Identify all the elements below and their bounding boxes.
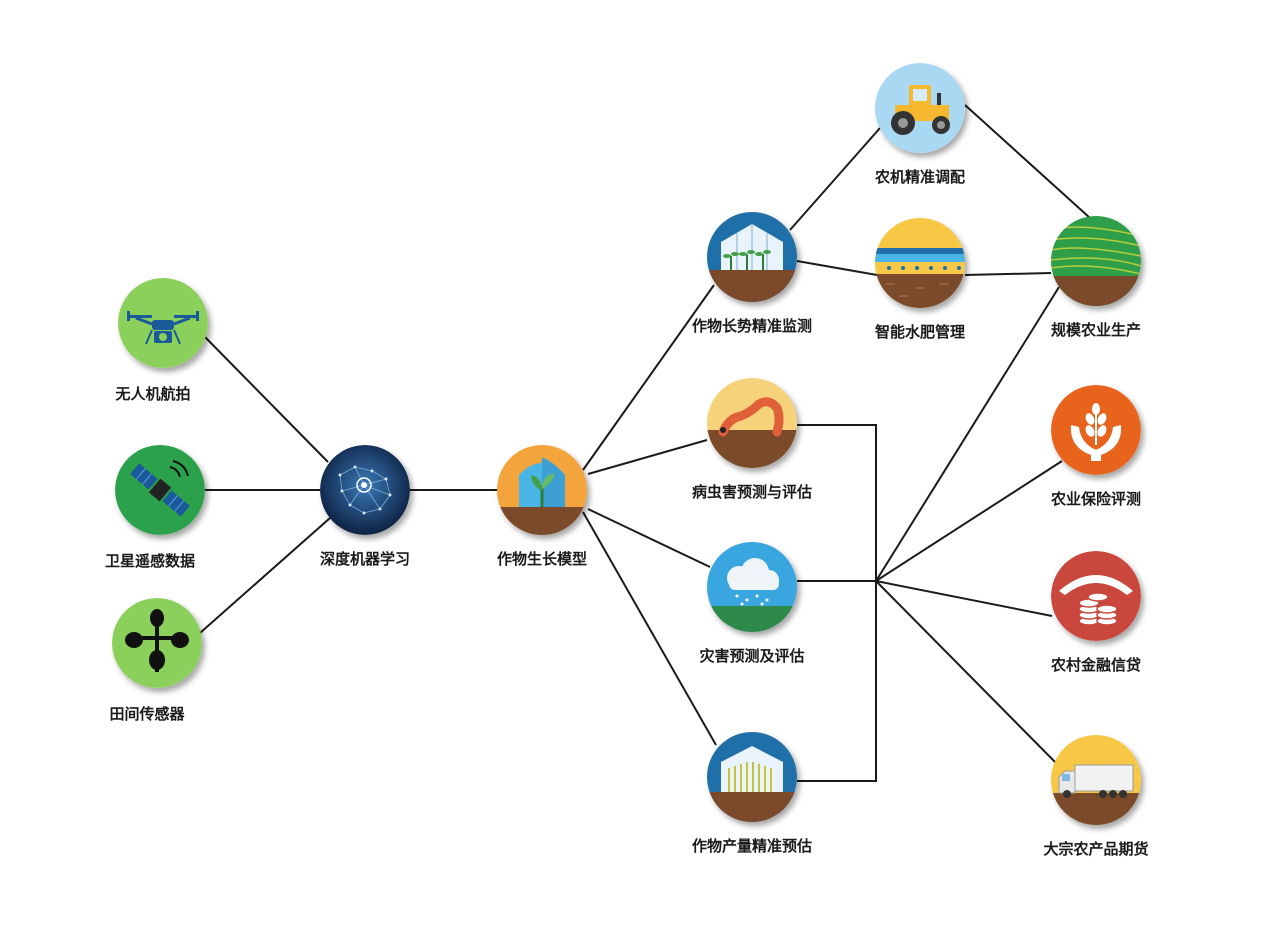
greenhouse-seedlings-icon: [707, 212, 797, 302]
node-label: 智能水肥管理: [874, 323, 965, 341]
edge-hub-scale: [875, 286, 1060, 582]
edge-hub-futures: [875, 580, 1057, 764]
node-disaster: 灾害预测及评估: [699, 542, 805, 665]
field-icon: [1051, 216, 1141, 306]
edge-model-disaster: [587, 508, 711, 568]
node-label: 农业保险评测: [1050, 490, 1141, 508]
edge-yield-hub: [797, 581, 877, 782]
node-drone: 无人机航拍: [115, 278, 208, 403]
hands-coins-icon: [1051, 551, 1141, 641]
node-yield: 作物产量精准预估: [692, 732, 812, 855]
node-label: 作物长势精准监测: [691, 317, 812, 335]
rain-cloud-icon: [707, 542, 797, 632]
edge-water-scale: [964, 272, 1052, 276]
node-label: 卫星遥感数据: [104, 552, 195, 570]
node-sensor: 田间传感器: [109, 598, 202, 723]
node-deep-learning: 深度机器学习: [320, 445, 410, 568]
edge-monitor-water: [796, 260, 878, 276]
node-scale-production: 规模农业生产: [1051, 216, 1141, 339]
node-label: 规模农业生产: [1050, 321, 1141, 339]
node-crop-model: 作物生长模型: [497, 445, 587, 568]
node-pest: 病虫害预测与评估: [692, 378, 812, 501]
edge-model-pest: [587, 439, 708, 475]
node-label: 大宗农产品期货: [1043, 840, 1149, 858]
node-satellite: 卫星遥感数据: [105, 445, 205, 570]
node-insurance: 农业保险评测: [1051, 385, 1141, 508]
worm-icon: [707, 378, 797, 468]
node-label: 农机精准调配: [874, 168, 965, 186]
ai-brain-icon: [320, 445, 410, 535]
node-label: 深度机器学习: [319, 550, 410, 568]
node-label: 灾害预测及评估: [699, 647, 805, 665]
node-machinery: 农机精准调配: [875, 63, 965, 186]
node-water-fertilizer: 智能水肥管理: [875, 218, 965, 341]
truck-icon: [1051, 735, 1141, 825]
node-label: 田间传感器: [109, 705, 185, 723]
node-label: 农村金融信贷: [1050, 656, 1141, 674]
node-label: 作物生长模型: [496, 550, 587, 568]
edge-model-monitor: [582, 284, 715, 471]
node-label: 病虫害预测与评估: [691, 483, 812, 501]
node-growth-monitor: 作物长势精准监测: [692, 212, 812, 335]
node-finance: 农村金融信贷: [1051, 551, 1141, 674]
edge-model-yield: [582, 511, 717, 746]
edge-sensor-dl: [199, 517, 331, 634]
node-futures: 大宗农产品期货: [1043, 735, 1149, 858]
edge-hub-insure: [875, 460, 1063, 582]
edge-machine-scale: [964, 104, 1091, 219]
edge-monitor-machine: [789, 127, 881, 231]
tractor-icon: [875, 63, 965, 153]
drone-icon: [118, 278, 208, 368]
greenhouse-wheat-icon: [707, 732, 797, 822]
hands-wheat-icon: [1051, 385, 1141, 475]
anemometer-icon: [112, 598, 202, 688]
irrigation-icon: [875, 218, 965, 308]
satellite-icon: [115, 445, 205, 535]
edge-hub-finance: [875, 580, 1053, 617]
node-label: 无人机航拍: [115, 385, 191, 403]
edge-pest-hub: [797, 424, 877, 581]
node-label: 作物产量精准预估: [691, 837, 812, 855]
seedling-greenhouse-icon: [497, 445, 587, 535]
edge-drone-dl: [204, 336, 329, 463]
